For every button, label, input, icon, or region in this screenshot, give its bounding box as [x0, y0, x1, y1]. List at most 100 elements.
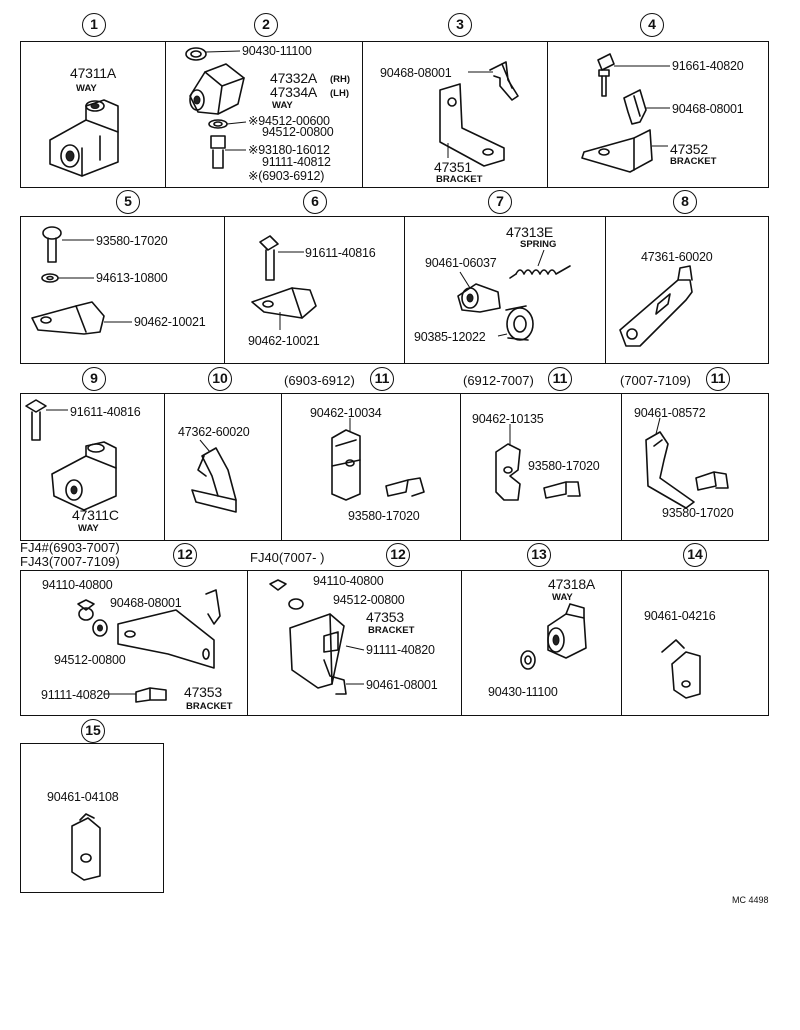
part-47352: 47352 [670, 141, 708, 157]
part-91611-40816-a: 91611-40816 [305, 246, 376, 260]
bracket-illustration-4 [581, 53, 670, 173]
label-bracket-12a: BRACKET [186, 701, 233, 712]
label-way-9: WAY [78, 523, 99, 534]
part-47351: 47351 [434, 159, 472, 175]
part-94512-00600: ※94512-00600 [248, 114, 330, 128]
section-11c-range: (7007-7109) [620, 373, 691, 388]
panel-8 [605, 216, 769, 364]
part-91111-40820-b: 91111-40820 [366, 643, 435, 657]
bracket-illustration-3 [439, 61, 519, 167]
label-way-1: WAY [76, 83, 97, 94]
part-90461-04108: 90461-04108 [47, 790, 119, 804]
part-90462-10135: 90462-10135 [472, 412, 544, 426]
section-number-11c: 11 [706, 367, 730, 391]
section-number-15: 15 [81, 719, 105, 743]
part-90430-11100-a: 90430-11100 [242, 44, 312, 58]
panel-11c [621, 393, 769, 541]
clamp-illustration-11b [495, 424, 581, 501]
section-11b-range: (6912-7007) [463, 373, 534, 388]
section-number-3: 3 [448, 13, 472, 37]
section-12a-range-1: FJ4#(6903-7007) [20, 540, 120, 555]
part-47334A: 47334A [270, 84, 318, 100]
part-94110-40800-b: 94110-40800 [313, 574, 384, 588]
section-number-10: 10 [208, 367, 232, 391]
bracket-illustration-8 [619, 265, 693, 347]
part-47332A: 47332A [270, 70, 318, 86]
part-47362-60020: 47362-60020 [178, 425, 250, 439]
way-fitting-illustration-2 [185, 47, 247, 169]
section-number-9: 9 [82, 367, 106, 391]
part-94512-00800-c: 94512-00800 [333, 593, 405, 607]
part-94512-00800-a: 94512-00800 [262, 125, 334, 139]
section-number-5: 5 [116, 190, 140, 214]
part-47311C: 47311C [72, 507, 119, 523]
part-90461-08572: 90461-08572 [634, 406, 706, 420]
panel-14 [621, 570, 769, 716]
clamp-illustration-5 [31, 226, 132, 335]
part-90462-10021-b: 90462-10021 [248, 334, 320, 348]
label-rh: (RH) [330, 74, 351, 85]
part-47313E: 47313E [506, 224, 554, 240]
section-number-4: 4 [640, 13, 664, 37]
part-90462-10034: 90462-10034 [310, 406, 382, 420]
way-fitting-illustration-9 [25, 399, 117, 511]
part-90468-08001-c: 90468-08001 [110, 596, 182, 610]
part-90461-08001: 90461-08001 [366, 678, 438, 692]
part-91111-40812: 91111-40812 [262, 155, 331, 169]
part-47353-a: 47353 [184, 684, 222, 700]
part-90430-11100-b: 90430-11100 [488, 685, 558, 699]
section-number-14: 14 [683, 543, 707, 567]
part-91111-40820-a: 91111-40820 [41, 688, 110, 702]
part-91661-40820: 91661-40820 [672, 59, 744, 73]
label-way-2: WAY [272, 100, 293, 111]
part-94613-10800: 94613-10800 [96, 271, 168, 285]
section-number-7: 7 [488, 190, 512, 214]
section-number-13: 13 [527, 543, 551, 567]
label-bracket-3: BRACKET [436, 174, 483, 185]
section-12b-range: FJ40(7007- ) [250, 550, 325, 565]
section-number-12a: 12 [173, 543, 197, 567]
section-number-11b: 11 [548, 367, 572, 391]
bracket-illustration-11c [645, 417, 729, 509]
clamp-illustration-6 [251, 235, 317, 330]
section-number-6: 6 [303, 190, 327, 214]
part-93580-17020-d: 93580-17020 [662, 506, 734, 520]
label-bracket-12b: BRACKET [368, 625, 415, 636]
part-94512-00800-b: 94512-00800 [54, 653, 126, 667]
part-90468-08001-b: 90468-08001 [672, 102, 744, 116]
part-90385-12022: 90385-12022 [414, 330, 486, 344]
bracket-illustration-12a [77, 589, 221, 703]
part-90468-08001-a: 90468-08001 [380, 66, 452, 80]
way-fitting-illustration-13 [520, 603, 587, 670]
panel-15 [20, 743, 164, 893]
part-47311A: 47311A [70, 65, 117, 81]
part-91611-40816-b: 91611-40816 [70, 405, 141, 419]
label-lh: (LH) [330, 88, 349, 99]
section-number-1: 1 [82, 13, 106, 37]
label-spring: SPRING [520, 239, 557, 250]
part-90462-10021-a: 90462-10021 [134, 315, 206, 329]
part-90461-04216: 90461-04216 [644, 609, 716, 623]
panel-4 [547, 41, 769, 188]
part-94110-40800-a: 94110-40800 [42, 578, 113, 592]
part-93180-16012: ※93180-16012 [248, 143, 330, 157]
part-93580-17020-b: 93580-17020 [348, 509, 420, 523]
section-number-11a: 11 [370, 367, 394, 391]
label-way-13: WAY [552, 592, 573, 603]
part-47318A: 47318A [548, 576, 596, 592]
part-range-6903-6912: ※(6903-6912) [248, 169, 325, 183]
clamp-illustration-15 [71, 813, 101, 881]
part-47353-b: 47353 [366, 609, 404, 625]
bracket-illustration-12b [269, 579, 365, 695]
section-12a-range-2: FJ43(7007-7109) [20, 554, 120, 569]
label-bracket-4: BRACKET [670, 156, 717, 167]
clamp-illustration-14 [661, 639, 701, 699]
clamp-illustration-11a [331, 418, 425, 501]
diagram-code: MC 4498 [732, 895, 769, 905]
part-47361-60020: 47361-60020 [641, 250, 713, 264]
section-number-2: 2 [254, 13, 278, 37]
spring-clamp-illustration-7 [457, 249, 571, 341]
section-number-12b: 12 [386, 543, 410, 567]
